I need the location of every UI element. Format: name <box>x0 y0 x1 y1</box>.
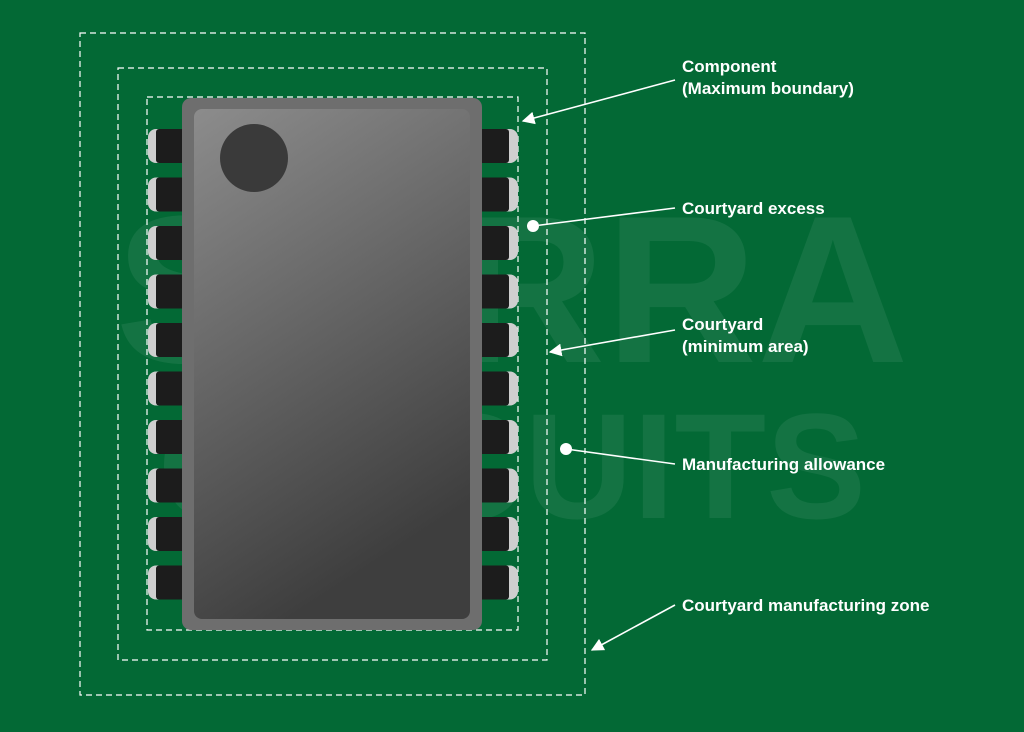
right-pin-row <box>479 129 518 600</box>
courtyard-excess-dot <box>527 220 539 232</box>
courtyard-excess-leader <box>532 207 676 227</box>
left-pin-4 <box>148 274 186 309</box>
label-courtyard-excess: Courtyard excess <box>682 198 825 220</box>
label-manufacturing-allowance: Manufacturing allowance <box>682 454 885 476</box>
right-pin-8 <box>479 468 518 503</box>
label-courtyard-line1: Courtyard <box>682 315 764 334</box>
left-pin-7 <box>148 420 186 454</box>
right-pin-4 <box>479 274 518 309</box>
left-pin-10 <box>148 565 186 600</box>
component-leader-arrow <box>521 79 676 125</box>
label-courtyard-manufacturing-zone-line1: Courtyard manufacturing zone <box>682 596 930 615</box>
right-pin-6 <box>479 371 518 406</box>
label-courtyard: Courtyard (minimum area) <box>682 314 809 358</box>
component-maximum-boundary-outline <box>146 96 519 631</box>
label-courtyard-excess-line1: Courtyard excess <box>682 199 825 218</box>
right-pin-7 <box>479 420 518 454</box>
right-pin-10 <box>479 565 518 600</box>
label-courtyard-manufacturing-zone: Courtyard manufacturing zone <box>682 595 929 617</box>
label-component: Component (Maximum boundary) <box>682 56 854 100</box>
manufacturing-allowance-dot <box>560 443 572 455</box>
label-manufacturing-allowance-line1: Manufacturing allowance <box>682 455 886 474</box>
left-pin-6 <box>148 371 186 406</box>
right-pin-5 <box>479 323 518 357</box>
right-pin-1 <box>479 129 518 163</box>
left-pin-1 <box>148 129 186 163</box>
label-component-line2: (Maximum boundary) <box>682 79 854 98</box>
right-pin-2 <box>479 177 518 212</box>
courtyard-leader-arrow <box>548 329 676 357</box>
right-pin-9 <box>479 517 518 551</box>
manufacturing-allowance-leader <box>565 448 676 465</box>
left-pin-2 <box>148 177 186 212</box>
courtyard-outline <box>117 67 548 661</box>
left-pin-3 <box>148 226 186 260</box>
left-pin-8 <box>148 468 186 503</box>
left-pin-5 <box>148 323 186 357</box>
pin1-marker-icon <box>220 124 288 192</box>
left-pin-9 <box>148 517 186 551</box>
label-component-line1: Component <box>682 57 777 76</box>
courtyard-manufacturing-zone-outline <box>79 32 586 696</box>
component-top-surface <box>194 109 470 619</box>
courtyard-manufacturing-zone-leader-arrow <box>590 604 676 651</box>
right-pin-3 <box>479 226 518 260</box>
left-pin-row <box>148 129 186 600</box>
label-courtyard-line2: (minimum area) <box>682 337 809 356</box>
